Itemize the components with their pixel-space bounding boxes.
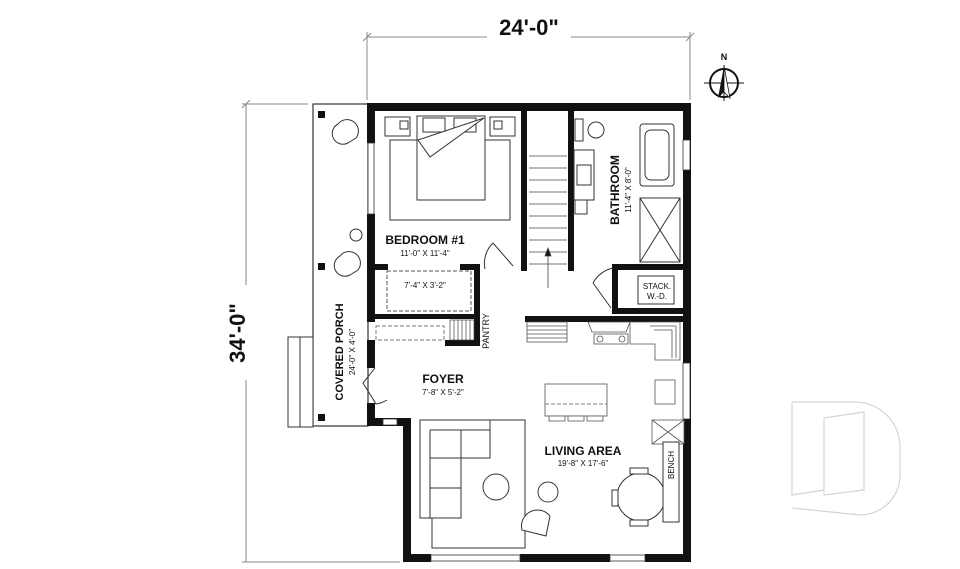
living-furniture — [419, 419, 680, 549]
foyer-closet — [375, 325, 445, 341]
depth-dimension-label: 34'-0" — [225, 303, 250, 363]
stacked-washer-dryer — [637, 275, 675, 305]
bathroom-door[interactable] — [592, 267, 614, 309]
kitchen — [526, 321, 685, 445]
foyer-label: FOYER — [422, 372, 464, 386]
covered-porch — [287, 103, 369, 428]
pantry-label: PANTRY — [481, 313, 491, 349]
north-arrow-icon: N — [704, 52, 744, 101]
front-door[interactable] — [362, 367, 388, 405]
watermark-logo-icon — [791, 401, 901, 516]
bathroom-fixtures — [573, 118, 681, 263]
windows — [367, 139, 691, 562]
stairs — [529, 155, 567, 288]
bedroom-label: BEDROOM #1 — [385, 233, 465, 247]
depth-dimension — [241, 99, 400, 563]
porch-size: 24'-0" X 4'-0" — [348, 329, 357, 375]
bathroom-label: BATHROOM — [608, 155, 622, 225]
living-label: LIVING AREA — [545, 444, 622, 458]
porch-label: COVERED PORCH — [334, 303, 346, 400]
laundry-line1: STACK. — [643, 282, 671, 291]
closet — [386, 270, 472, 312]
bedroom-size: 11'-0" X 11'-4" — [400, 249, 450, 258]
bedroom-door[interactable] — [483, 242, 514, 270]
bathroom-size: 11'-4" X 8'-0" — [624, 167, 633, 213]
bench-label: BENCH — [667, 451, 676, 479]
bedroom-furniture — [384, 115, 516, 221]
exterior-walls — [367, 103, 691, 562]
laundry-line2: W.-D. — [647, 292, 667, 301]
closet-size: 7'-4" X 3'-2" — [404, 281, 446, 290]
width-dimension — [362, 32, 695, 100]
living-size: 19'-8" X 17'-6" — [558, 459, 609, 468]
svg-text:N: N — [721, 52, 728, 62]
foyer-size: 7'-8" X 5'-2" — [422, 388, 464, 397]
interior-walls — [375, 111, 687, 346]
pantry-shelves — [449, 319, 475, 341]
width-dimension-label: 24'-0" — [499, 15, 559, 40]
